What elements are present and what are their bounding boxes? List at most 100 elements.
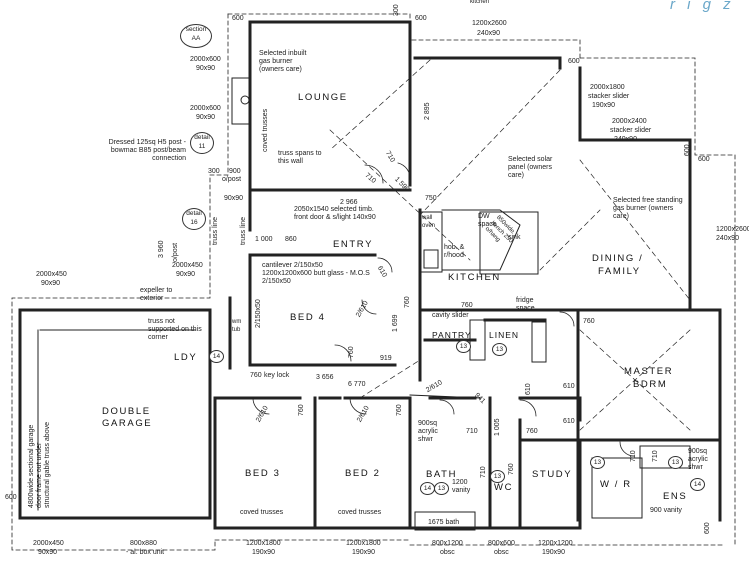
note-laundry-tub: wm tub [232, 319, 242, 333]
room-bed3: BED 3 [245, 468, 281, 479]
dim-600-e: 600 [698, 156, 710, 163]
note-cavity-slider: cavity slider [432, 312, 469, 319]
dim-600-g: 600 [5, 494, 17, 501]
tag-14-bath: 14 [420, 482, 435, 495]
note-sink: sink [508, 234, 521, 241]
dim-600-b: 600 [415, 15, 427, 22]
dim-610-b: 610 [525, 383, 532, 395]
note-solar-panel: Selected solar panel (owners care) [508, 156, 553, 179]
note-dressed-post: Dressed 125sq H5 post - bowmac B85 post/… [108, 139, 186, 162]
top-kitchen-label: kitchen [470, 0, 490, 5]
dim-600-f: 600 [704, 522, 711, 534]
room-lounge: LOUNGE [298, 92, 348, 103]
tag-14-ldy: 14 [209, 350, 224, 363]
note-cantilever: cantilever 2/150x50 1200x1200x600 butt g… [262, 262, 370, 285]
window-wc-size: 800x600 [488, 540, 515, 547]
room-dining-line1: DINING / [592, 253, 644, 264]
dim-860: 860 [285, 236, 297, 243]
window-study-frame: 190x90 [542, 549, 565, 556]
room-pantry: PANTRY [432, 330, 472, 340]
window-lounge2-frame: 90x90 [196, 114, 216, 121]
note-truss-spans: truss spans to this wall [278, 150, 322, 165]
tag-14-ens: 14 [690, 478, 705, 491]
dim-760-a: 760 [404, 296, 411, 308]
window-bed3-size: 1200x1800 [246, 540, 281, 547]
room-bed4: BED 4 [290, 312, 326, 323]
window-top-right-size: 1200x2600 [472, 20, 507, 27]
room-master-line2: BDRM [633, 379, 668, 390]
note-truss-line-2: truss line [240, 216, 247, 245]
dim-2895: 2 895 [424, 102, 431, 120]
window-garage-bottom-size: 2000x450 [33, 540, 64, 547]
detail-11-id: 11 [198, 143, 206, 150]
dim-900: 900 [229, 168, 241, 175]
window-stacker2-size: 2000x2400 [612, 118, 647, 125]
window-stacker2-frame: 240x90 [614, 136, 637, 143]
room-study: STUDY [532, 469, 573, 480]
note-dw-space: DW space [478, 213, 497, 228]
window-entry-side-size: 2000x450 [172, 262, 203, 269]
room-bed2: BED 2 [345, 468, 381, 479]
note-vanity-900: 900 vanity [650, 507, 682, 514]
dim-710-e: 710 [652, 450, 659, 462]
note-acrylic-shower-ens: 900sq acrylic shwr [688, 448, 708, 471]
dim-710-f: 710 [480, 466, 487, 478]
dim-610-d: 610 [563, 418, 575, 425]
window-stacker1-type: stacker slider [588, 93, 630, 100]
dim-300-b: 300 [208, 168, 220, 175]
room-kitchen: KITCHEN [448, 272, 501, 283]
note-vanity-1200: 1200 vanity [452, 479, 471, 494]
window-bed2-frame: 190x90 [352, 549, 375, 556]
room-wr: W / R [600, 479, 632, 490]
room-bath: BATH [426, 469, 458, 480]
tag-13-linen: 13 [492, 343, 507, 356]
dim-760-g: 760 [526, 428, 538, 435]
dim-1699: 1 699 [392, 314, 399, 332]
note-box-unit: - al. box unit [126, 549, 165, 556]
kitchen-bench [240, 95, 521, 271]
room-garage-line2: GARAGE [102, 418, 153, 429]
window-lounge1-frame: 90x90 [196, 65, 216, 72]
tag-13-bath: 13 [434, 482, 449, 495]
note-bath-1675: 1675 bath [428, 519, 460, 526]
eaves-outline [11, 13, 736, 551]
room-linen: LINEN [489, 330, 520, 340]
dim-760-d: 760 [583, 318, 595, 325]
note-coved-trusses-lounge: coved trusses [262, 108, 269, 152]
section-marker-label: section [185, 26, 207, 33]
dim-6770: 6 770 [348, 381, 366, 388]
window-stacker1-frame: 190x90 [592, 102, 615, 109]
dim-2966: 2 966 [340, 199, 358, 206]
note-garage-door: 4800wide sectional garage door frame out… [28, 422, 51, 508]
window-study-size: 1200x1200 [538, 540, 573, 547]
note-hob: hob. & r/hood [444, 244, 465, 259]
window-stacker2-type: stacker slider [610, 127, 652, 134]
room-ldy: LDY [174, 352, 198, 363]
window-garage-bottom-frame: 90x90 [38, 549, 58, 556]
window-right-frame: 240x90 [716, 235, 739, 242]
note-acrylic-shower: 900sq acrylic shwr [418, 420, 438, 443]
dim-600-d: 600 [684, 144, 691, 156]
note-coved-trusses-bed3: coved trusses [240, 509, 284, 516]
note-coved-trusses-bed2: coved trusses [338, 509, 382, 516]
note-truss-not-supported: truss not supported on this corner [148, 318, 202, 341]
internal-lines [37, 77, 691, 531]
dim-760-e: 760 [298, 404, 305, 416]
dim-1000: 1 000 [255, 236, 273, 243]
dim-1005: 1 005 [494, 418, 501, 436]
dim-2-150x50: 2/150x50 [255, 299, 262, 328]
truss-lines [329, 59, 691, 431]
dim-710-c: 710 [466, 428, 478, 435]
window-lounge2-size: 2000x600 [190, 105, 221, 112]
dim-760-b: 760 [348, 346, 355, 358]
window-top-right-frame: 240x90 [477, 30, 500, 37]
window-ldy-frame: 90x90 [41, 280, 61, 287]
note-front-door: 2050x1540 selected timb. front door & s/… [294, 206, 376, 221]
tag-13-pantry: 13 [456, 340, 471, 353]
dim-600-c: 600 [568, 58, 580, 65]
window-right-size: 1200x2600 [716, 226, 749, 233]
door-swings [252, 162, 635, 457]
room-dining-line2: FAMILY [598, 266, 641, 277]
